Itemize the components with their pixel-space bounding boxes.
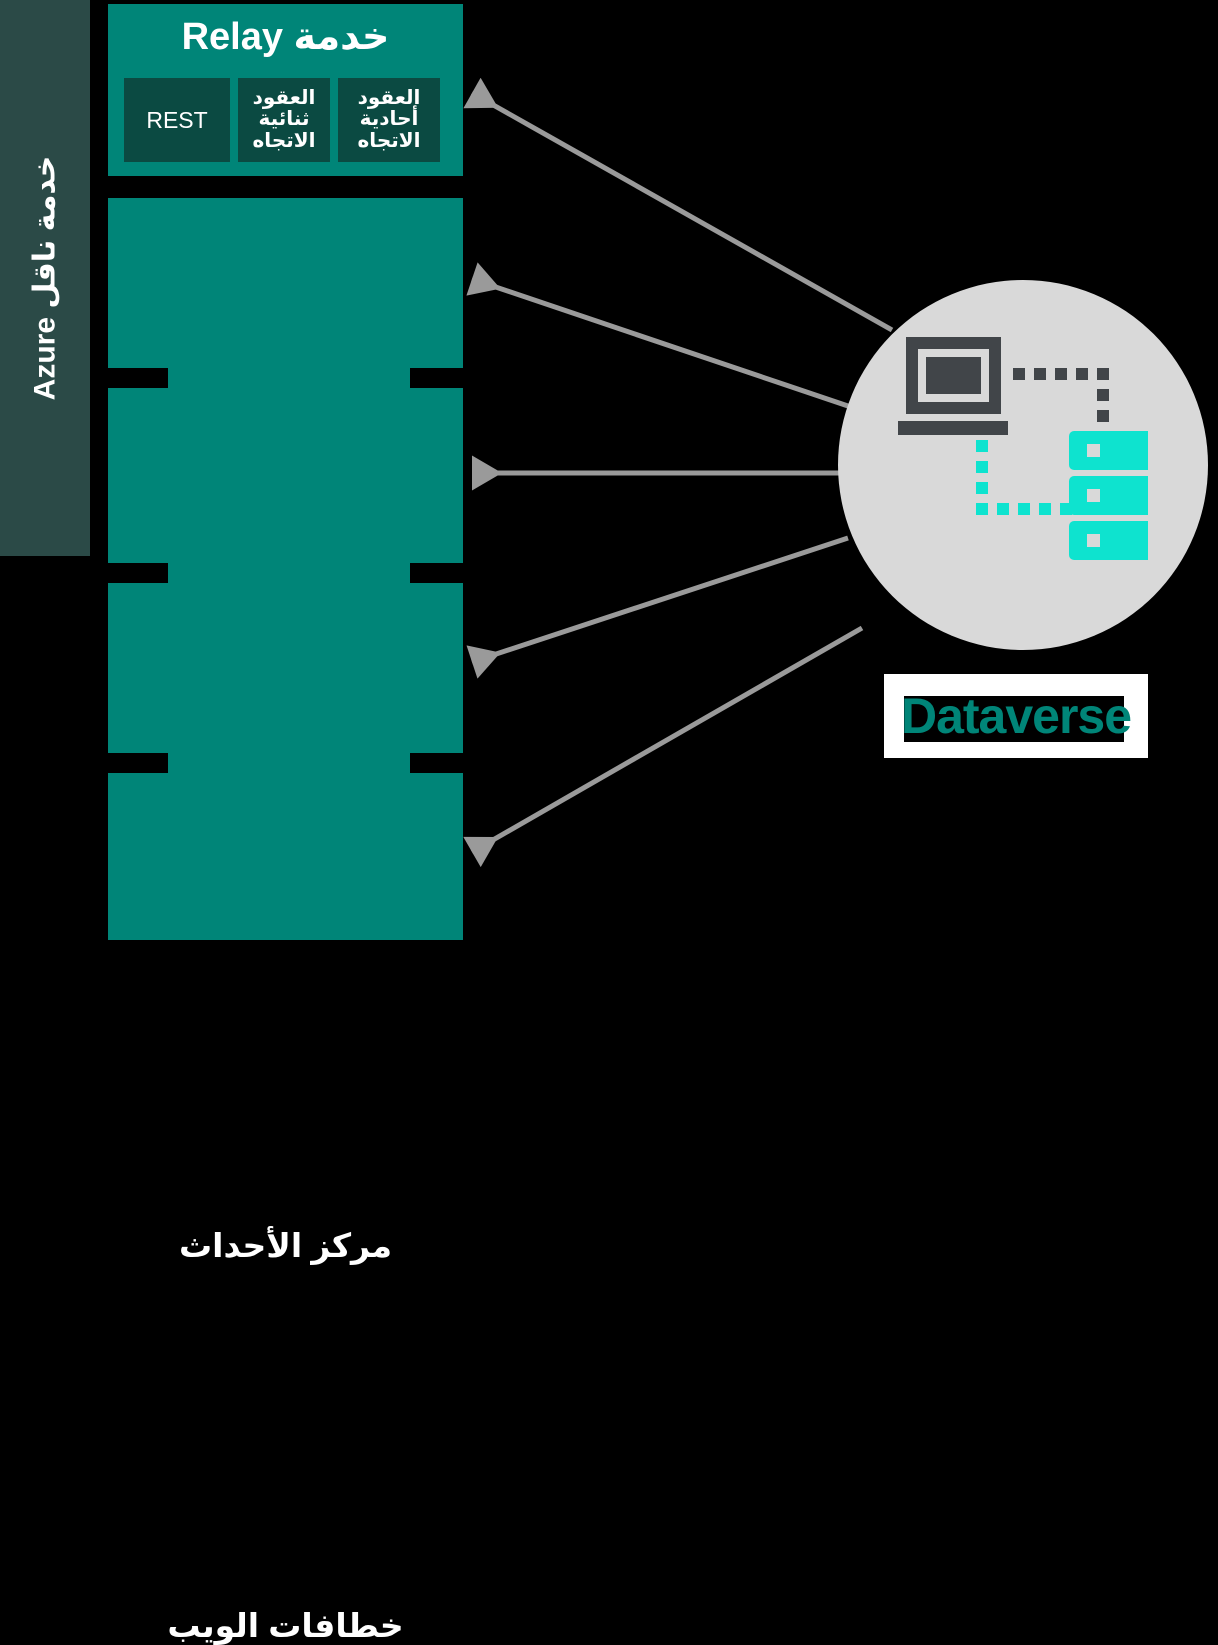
service-block-relay[interactable]: خدمة Relay REST العقود ثنائية الاتجاه ال…: [108, 4, 463, 176]
azure-service-bus-sidebar: خدمة ناقل Azure: [0, 0, 90, 556]
block-bridge-3: [168, 752, 410, 774]
relay-subitem-rest[interactable]: REST: [124, 78, 230, 162]
arrow-dataverse-to-queues: [466, 262, 849, 409]
service-block-event-hub[interactable]: مركز الأحداث: [108, 583, 463, 1264]
dataverse-label-plate: Dataverse: [884, 674, 1148, 758]
sidebar-label: خدمة ناقل Azure: [28, 155, 62, 401]
service-label-webhooks: خطافات الويب: [167, 1607, 404, 1644]
service-label-event-hub: مركز الأحداث: [178, 1227, 393, 1264]
service-block-topics[interactable]: المواضيع: [108, 388, 463, 878]
arrow-dataverse-to-webhooks: [463, 625, 864, 868]
block-bridge-1: [168, 367, 410, 389]
block-bridge-2: [168, 562, 410, 584]
arrow-dataverse-to-eventhub: [466, 535, 849, 679]
computer-database-icon: [898, 337, 1148, 560]
dataverse-label-backing: [904, 696, 1124, 742]
dataverse-label: Dataverse: [900, 688, 1132, 744]
relay-subitem-bidirectional-contracts[interactable]: العقود ثنائية الاتجاه: [238, 78, 330, 162]
relay-subitem-unidirectional-contracts[interactable]: العقود أحادية الاتجاه: [338, 78, 440, 162]
dataverse-circle: [838, 280, 1208, 650]
arrow-dataverse-to-relay: [463, 77, 894, 333]
service-label-relay: خدمة Relay: [181, 16, 390, 58]
service-block-queues[interactable]: قوائم الانتظار: [108, 198, 463, 493]
service-block-webhooks[interactable]: خطافات الويب: [108, 773, 463, 1644]
